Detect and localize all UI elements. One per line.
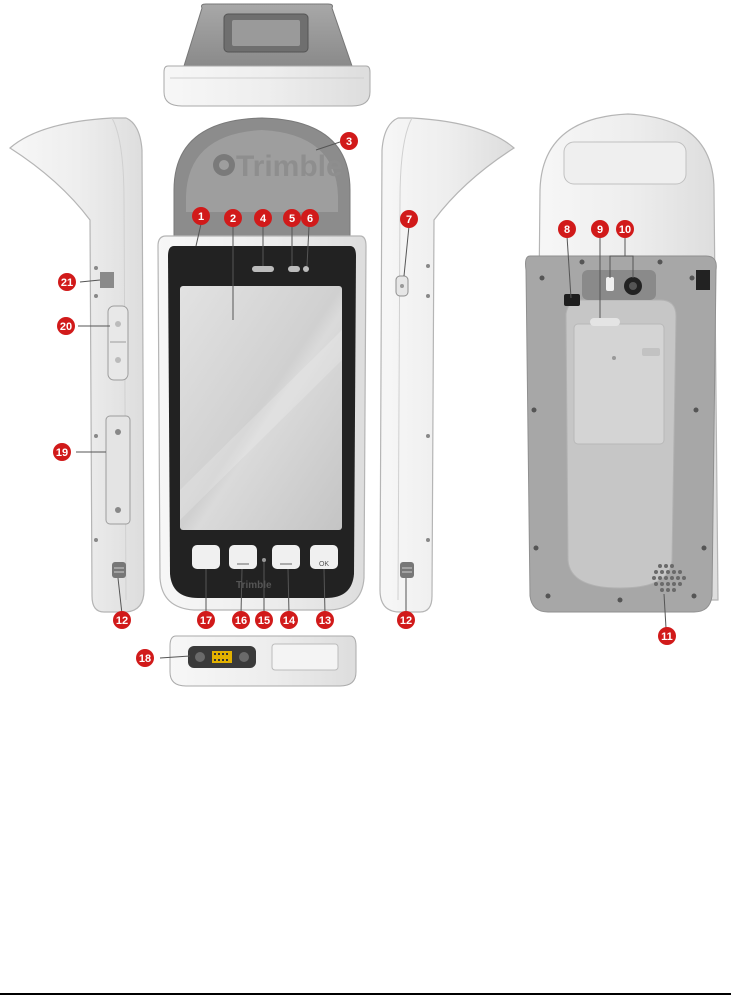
- top-view: [164, 4, 370, 106]
- stylus-slot: [564, 294, 580, 306]
- back-view: [526, 114, 719, 612]
- svg-text:7: 7: [406, 214, 412, 226]
- callout-19: 19: [53, 443, 71, 461]
- svg-text:19: 19: [56, 447, 68, 459]
- callout-15: 15: [255, 611, 273, 629]
- callout-8: 8: [558, 220, 576, 238]
- callout-17: 17: [197, 611, 215, 629]
- callout-6: 6: [301, 209, 319, 227]
- svg-text:5: 5: [289, 213, 295, 225]
- svg-text:9: 9: [597, 224, 603, 236]
- key-back: [229, 545, 257, 569]
- key-left-app: [192, 545, 220, 569]
- callout-4: 4: [254, 209, 272, 227]
- callout-2: 2: [224, 209, 242, 227]
- svg-text:17: 17: [200, 615, 212, 627]
- left-side-view: [10, 118, 144, 612]
- callout-16: 16: [232, 611, 250, 629]
- camera-module: [582, 270, 656, 300]
- callout-1: 1: [192, 207, 210, 225]
- callout-5: 5: [283, 209, 301, 227]
- svg-text:21: 21: [61, 277, 73, 289]
- svg-text:16: 16: [235, 615, 247, 627]
- svg-text:20: 20: [60, 321, 72, 333]
- battery-label-area: [574, 324, 664, 444]
- bottom-cover: [272, 644, 338, 670]
- svg-text:15: 15: [258, 615, 270, 627]
- hand-strap-clip: [696, 270, 710, 290]
- lanyard-point-left: [112, 562, 126, 578]
- callout-12-right: 12: [397, 611, 415, 629]
- callout-21: 21: [58, 273, 76, 291]
- svg-text:11: 11: [661, 631, 673, 643]
- callout-10: 10: [616, 220, 634, 238]
- svg-text:18: 18: [139, 653, 151, 665]
- svg-text:14: 14: [283, 615, 296, 627]
- top-view-base: [164, 66, 370, 106]
- bottom-rule: [0, 993, 731, 995]
- svg-text:6: 6: [307, 213, 313, 225]
- lanyard-point-right: [400, 562, 414, 578]
- brand-name: Trimble: [236, 150, 343, 183]
- notification-led: [262, 558, 266, 562]
- svg-text:2: 2: [230, 213, 236, 225]
- earpiece: [252, 266, 274, 272]
- svg-text:12: 12: [116, 615, 128, 627]
- callout-11: 11: [658, 627, 676, 645]
- svg-text:12: 12: [400, 615, 412, 627]
- callout-18: 18: [136, 649, 154, 667]
- light-sensor: [288, 266, 300, 272]
- bottom-view: [170, 636, 356, 686]
- svg-text:10: 10: [619, 224, 631, 236]
- back-hand-strap-recess: [564, 142, 686, 184]
- svg-text:13: 13: [319, 615, 331, 627]
- battery-latch: [590, 318, 620, 326]
- callout-12-left: 12: [113, 611, 131, 629]
- svg-text:4: 4: [260, 213, 267, 225]
- svg-text:8: 8: [564, 224, 570, 236]
- front-camera: [303, 266, 309, 272]
- key-forward: [272, 545, 300, 569]
- callout-9: 9: [591, 220, 609, 238]
- callout-20: 20: [57, 317, 75, 335]
- ok-key-label: OK: [319, 561, 329, 568]
- svg-text:1: 1: [198, 211, 204, 223]
- camera-flash: [606, 277, 614, 291]
- callout-13: 13: [316, 611, 334, 629]
- callout-7: 7: [400, 210, 418, 228]
- barcode-window-side: [100, 272, 114, 288]
- svg-text:3: 3: [346, 136, 352, 148]
- right-side-view: [380, 118, 514, 612]
- volume-buttons: [108, 306, 128, 380]
- front-view: Trimble OK Trimble: [158, 118, 366, 610]
- callout-14: 14: [280, 611, 298, 629]
- callout-3: 3: [340, 132, 358, 150]
